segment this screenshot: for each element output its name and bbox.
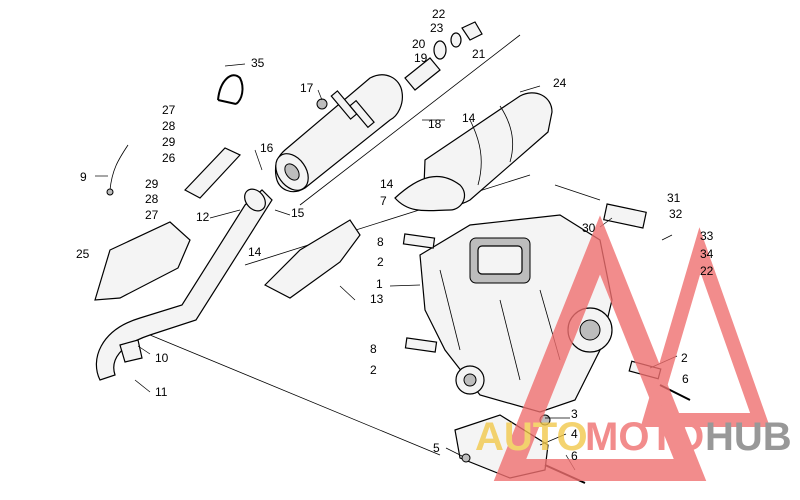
callout-label: 14 bbox=[248, 245, 262, 259]
callout-label: 26 bbox=[162, 151, 176, 165]
callout-label: 27 bbox=[162, 103, 176, 117]
callout-label: 24 bbox=[553, 76, 567, 90]
callout-label: 11 bbox=[155, 385, 168, 399]
callout-label: 13 bbox=[370, 292, 384, 306]
callout-label: 21 bbox=[472, 47, 486, 61]
callout-label: 18 bbox=[428, 117, 442, 131]
callout-label: 10 bbox=[155, 351, 169, 365]
muffler-part bbox=[274, 74, 403, 193]
callout-label: 6 bbox=[682, 372, 689, 386]
callout-label: 12 bbox=[196, 210, 210, 224]
svg-text:MOTO: MOTO bbox=[585, 415, 704, 459]
callout-label: 35 bbox=[251, 56, 265, 70]
callout-label: 14 bbox=[462, 111, 476, 125]
callout-label: 29 bbox=[145, 177, 159, 191]
callout-label: 8 bbox=[377, 235, 384, 249]
callout-label: 16 bbox=[260, 141, 274, 155]
svg-text:AUTO: AUTO bbox=[475, 415, 588, 459]
callout-label: 32 bbox=[669, 207, 683, 221]
callout-label: 34 bbox=[700, 247, 714, 261]
callout-label: 22 bbox=[432, 7, 446, 21]
callout-label: 3 bbox=[571, 407, 578, 421]
callout-label: 31 bbox=[667, 191, 681, 205]
header-heat-shield-part bbox=[94, 221, 191, 301]
callout-label: 2 bbox=[681, 351, 688, 365]
callout-label: 20 bbox=[412, 37, 426, 51]
callout-label: 15 bbox=[291, 206, 305, 220]
svg-text:HUB: HUB bbox=[705, 415, 792, 459]
exhaust-pipe-part bbox=[95, 188, 273, 381]
callout-label: 5 bbox=[433, 441, 440, 455]
callout-labels: 22 23 20 21 19 35 24 17 27 14 18 28 29 1… bbox=[76, 7, 714, 463]
callout-label: 30 bbox=[582, 221, 596, 235]
callout-label: 14 bbox=[380, 177, 394, 191]
callout-label: 7 bbox=[380, 194, 387, 208]
callout-label: 22 bbox=[700, 264, 714, 278]
group-outline-lines bbox=[149, 34, 601, 456]
exhaust-clamp-part bbox=[217, 74, 244, 105]
callout-label: 27 bbox=[145, 208, 159, 222]
callout-label: 25 bbox=[76, 247, 90, 261]
outlet-pipe-part bbox=[404, 21, 483, 91]
callout-label: 17 bbox=[300, 81, 314, 95]
callout-label: 28 bbox=[145, 192, 159, 206]
callout-label: 2 bbox=[377, 255, 384, 269]
callout-label: 28 bbox=[162, 119, 176, 133]
callout-label: 8 bbox=[370, 342, 377, 356]
callout-label: 23 bbox=[430, 21, 444, 35]
callout-label: 6 bbox=[571, 449, 578, 463]
lower-heat-shield-part bbox=[263, 219, 361, 299]
sensor-wire-part bbox=[106, 144, 129, 196]
callout-label: 33 bbox=[700, 229, 714, 243]
callout-label: 1 bbox=[376, 277, 383, 291]
callout-label: 2 bbox=[370, 363, 377, 377]
grommet-part bbox=[316, 98, 328, 110]
callout-label: 4 bbox=[571, 427, 578, 441]
callout-label: 9 bbox=[80, 170, 87, 184]
heat-shield-panel-part bbox=[394, 175, 465, 212]
automotohub-watermark-logo: AUTO MOTO HUB bbox=[475, 215, 792, 481]
callout-label: 29 bbox=[162, 135, 176, 149]
bracket-part bbox=[184, 147, 242, 199]
callout-label: 19 bbox=[414, 51, 428, 65]
